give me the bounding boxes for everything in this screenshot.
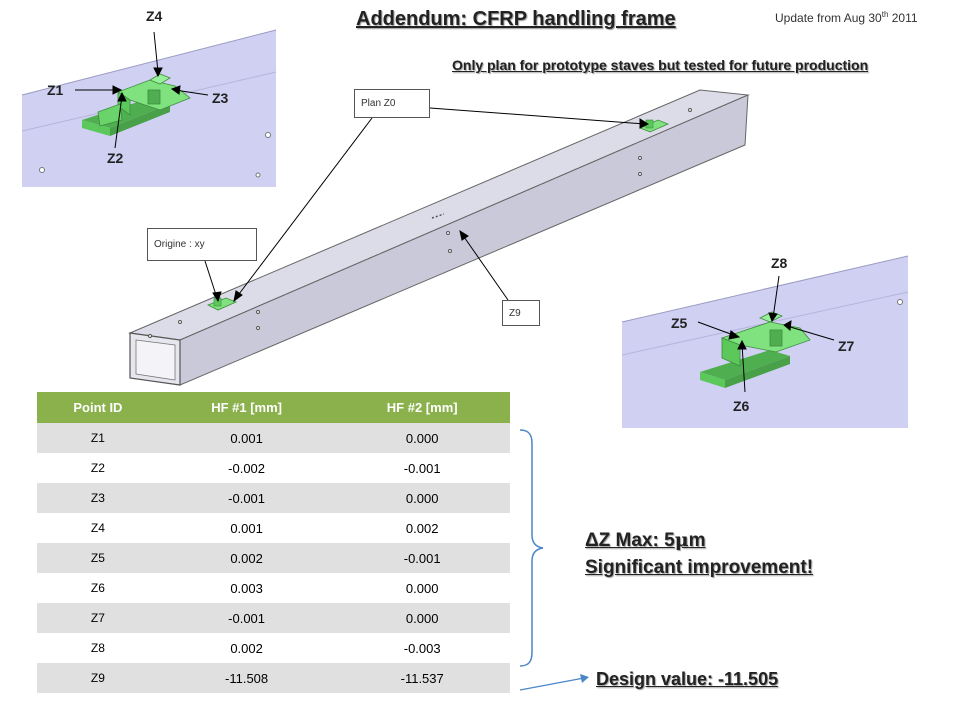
update-note: Update from Aug 30th 2011 — [775, 10, 918, 25]
callout-origine: Origine : xy — [147, 228, 257, 261]
cell-hf1: 0.002 — [158, 543, 335, 573]
improvement-text: Significant improvement! — [585, 557, 814, 578]
cell-hf2: -0.003 — [334, 633, 510, 663]
slide-title: Addendum: CFRP handling frame — [356, 8, 676, 30]
update-prefix: Update from Aug 30 — [775, 11, 882, 25]
delta-z-max: ΔZ Max: 5μm — [585, 527, 813, 554]
col-header-point-id: Point ID — [37, 392, 159, 423]
cell-point-id: Z6 — [37, 573, 159, 603]
label-z8: Z8 — [771, 255, 788, 271]
label-z4: Z4 — [146, 8, 163, 24]
cfrp-beam — [128, 89, 750, 386]
cell-point-id: Z8 — [37, 633, 159, 663]
cell-hf2: 0.002 — [334, 513, 510, 543]
table-row: Z9-11.508-11.537 — [37, 663, 510, 693]
mu-symbol: μ — [674, 529, 689, 551]
label-z7: Z7 — [838, 338, 855, 354]
inset-bottom-right — [621, 255, 909, 428]
cell-hf2: -0.001 — [334, 453, 510, 483]
callout-z9: Z9 — [502, 300, 540, 326]
col-header-hf1: HF #1 [mm] — [158, 392, 335, 423]
cell-hf1: -0.002 — [158, 453, 335, 483]
cell-hf2: 0.000 — [334, 603, 510, 633]
callout-plan-z0: Plan Z0 — [354, 89, 430, 118]
label-z5: Z5 — [671, 315, 688, 331]
cell-hf2: -11.537 — [334, 663, 510, 693]
delta-prefix: ΔZ Max: 5 — [585, 530, 675, 551]
table-header-row: Point ID HF #1 [mm] HF #2 [mm] — [37, 392, 510, 423]
brace-bracket — [519, 429, 544, 667]
cell-hf2: 0.000 — [334, 423, 510, 453]
table-row: Z2-0.002-0.001 — [37, 453, 510, 483]
cell-hf1: -0.001 — [158, 483, 335, 513]
label-z1: Z1 — [47, 82, 64, 98]
cell-hf1: -0.001 — [158, 603, 335, 633]
summary-note: ΔZ Max: 5μm Significant improvement! — [585, 527, 813, 581]
label-z2: Z2 — [107, 150, 124, 166]
cell-hf1: 0.001 — [158, 423, 335, 453]
cell-point-id: Z1 — [37, 423, 159, 453]
cell-point-id: Z7 — [37, 603, 159, 633]
design-arrow-head — [580, 674, 589, 683]
cell-hf2: 0.000 — [334, 483, 510, 513]
label-z3: Z3 — [212, 90, 229, 106]
cell-point-id: Z3 — [37, 483, 159, 513]
cell-hf2: -0.001 — [334, 543, 510, 573]
delta-unit: m — [688, 530, 706, 551]
slide-subtitle: Only plan for prototype staves but teste… — [452, 57, 869, 73]
col-header-hf2: HF #2 [mm] — [334, 392, 510, 423]
cell-point-id: Z5 — [37, 543, 159, 573]
cell-hf1: 0.002 — [158, 633, 335, 663]
design-arrow — [519, 677, 585, 691]
leader-lines — [75, 31, 835, 393]
cell-hf1: 0.003 — [158, 573, 335, 603]
design-value: Design value: -11.505 — [596, 669, 779, 689]
cell-hf2: 0.000 — [334, 573, 510, 603]
update-suffix: 2011 — [888, 11, 918, 25]
cell-point-id: Z9 — [37, 663, 159, 693]
cell-hf1: 0.001 — [158, 513, 335, 543]
cell-point-id: Z4 — [37, 513, 159, 543]
cell-hf1: -11.508 — [158, 663, 335, 693]
label-z6: Z6 — [733, 398, 750, 414]
inset-top-left — [21, 29, 277, 187]
update-sup: th — [881, 10, 889, 19]
cell-point-id: Z2 — [37, 453, 159, 483]
